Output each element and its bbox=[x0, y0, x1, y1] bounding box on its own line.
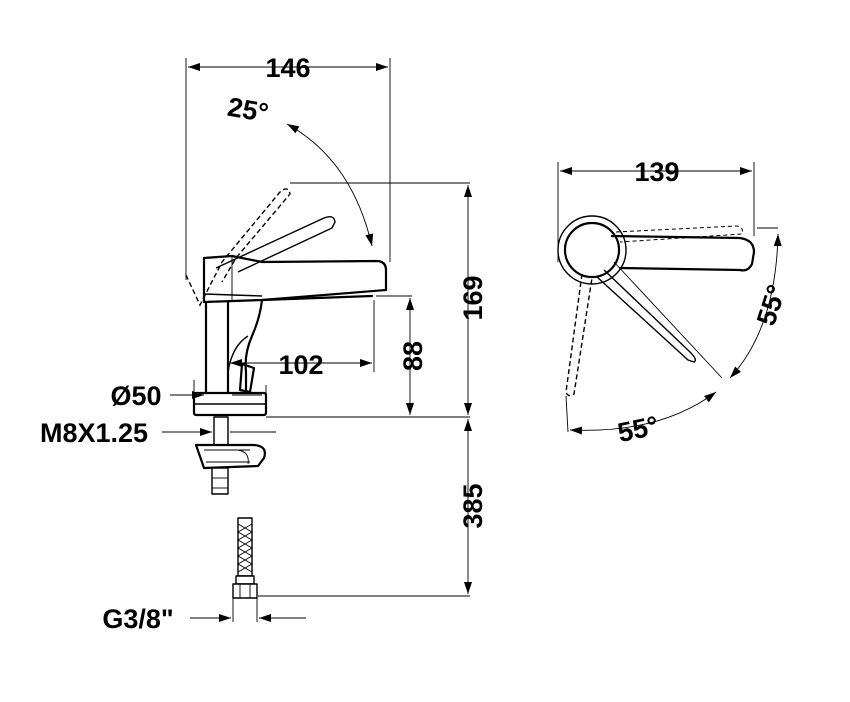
angle-arc-right bbox=[729, 233, 782, 379]
mounting-clamp bbox=[194, 443, 266, 470]
top-lever-rotated-right bbox=[595, 269, 697, 363]
flex-hose bbox=[232, 517, 258, 599]
label-connection: G3/8" bbox=[102, 604, 173, 634]
label-55-right: 55° bbox=[751, 281, 792, 329]
handle-raised-outline bbox=[185, 188, 291, 307]
dimension-labels: 146 25° 169 102 88 Ø50 M8X1.25 385 G3/8"… bbox=[40, 53, 792, 634]
label-thread: M8X1.25 bbox=[40, 418, 148, 448]
label-102: 102 bbox=[278, 350, 323, 380]
mounting-rod bbox=[213, 416, 229, 446]
handle-mid-outline bbox=[215, 215, 336, 273]
label-88: 88 bbox=[398, 341, 428, 371]
top-base-circle bbox=[557, 215, 627, 285]
label-169: 169 bbox=[458, 275, 488, 320]
label-146: 146 bbox=[265, 53, 310, 83]
label-139: 139 bbox=[634, 157, 679, 187]
angle-arc-25 bbox=[286, 123, 374, 247]
faucet-column bbox=[204, 300, 230, 394]
angle-arc-bottom bbox=[569, 391, 717, 435]
label-55-bottom: 55° bbox=[615, 410, 661, 448]
label-25-degrees: 25° bbox=[225, 92, 270, 129]
front-view bbox=[162, 58, 472, 622]
faucet-lever bbox=[202, 254, 388, 304]
label-385: 385 bbox=[458, 483, 488, 528]
clamp-nut bbox=[211, 467, 229, 495]
top-view bbox=[557, 162, 782, 435]
label-diameter-50: Ø50 bbox=[110, 381, 161, 411]
top-lever-rotated-left bbox=[565, 273, 593, 397]
top-body-circle bbox=[563, 221, 621, 279]
